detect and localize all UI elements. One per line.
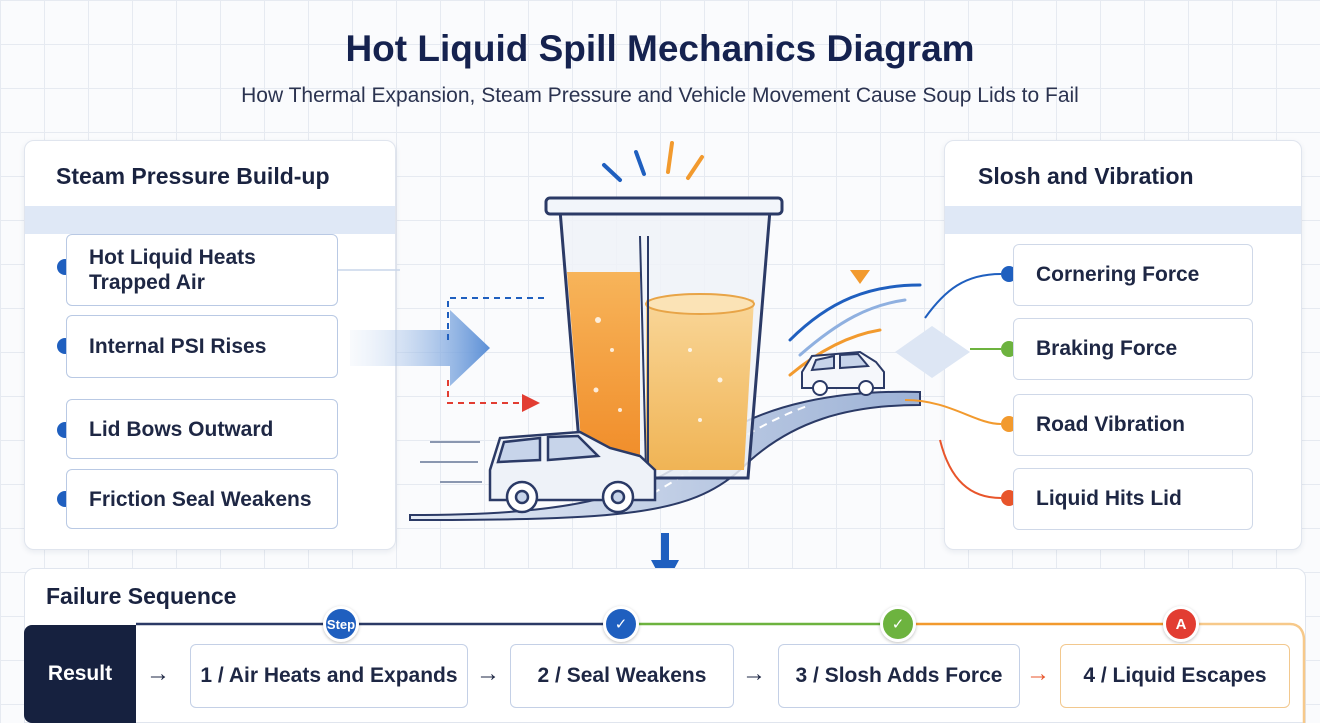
left-item-3-label: Lid Bows Outward — [89, 417, 274, 441]
right-item-1-label: Cornering Force — [1036, 263, 1200, 286]
connector-cornering — [924, 273, 1002, 319]
seq-step-4-label: 4 / Liquid Escapes — [1083, 664, 1267, 687]
dashed-blue-connector — [447, 297, 545, 340]
seq-step-1: 1 / Air Heats and Expands — [190, 644, 468, 708]
seq-step-2: 2 / Seal Weakens — [510, 644, 734, 708]
steam-burst-icon — [602, 141, 704, 182]
seq-step-3: 3 / Slosh Adds Force — [778, 644, 1020, 708]
page-title: Hot Liquid Spill Mechanics Diagram — [345, 28, 975, 69]
steam-pressure-title: Steam Pressure Build-up — [56, 163, 330, 189]
seq-step-1-label: 1 / Air Heats and Expands — [200, 664, 458, 687]
soup-cup — [544, 196, 784, 480]
left-item-1: Hot Liquid Heats Trapped Air — [66, 234, 338, 306]
result-label: Result — [24, 625, 136, 723]
right-item-2: Braking Force — [1013, 318, 1253, 380]
connector-lid — [939, 439, 1002, 499]
pressure-arrow — [350, 310, 490, 386]
motion-swooshes — [788, 283, 922, 377]
left-item-2-label: Internal PSI Rises — [89, 335, 267, 358]
step-badge-2: ✓ — [603, 606, 639, 642]
right-item-3-label: Road Vibration — [1036, 413, 1185, 436]
left-item-4: Friction Seal Weakens — [66, 469, 338, 529]
seq-step-4: 4 / Liquid Escapes — [1060, 644, 1290, 708]
orange-triangle-marker — [850, 270, 870, 284]
seq-arrow-4: → — [1026, 660, 1050, 687]
dashed-red-connector — [447, 380, 525, 404]
small-car-icon — [801, 350, 885, 396]
diamond-node — [895, 326, 970, 378]
seq-arrow-2: → — [476, 660, 500, 687]
right-item-3: Road Vibration — [1013, 394, 1253, 456]
right-item-2-label: Braking Force — [1036, 337, 1178, 360]
timeline-end-glow-overlay — [1182, 622, 1306, 723]
seq-step-3-label: 3 / Slosh Adds Force — [795, 664, 1003, 687]
slosh-vibration-title: Slosh and Vibration — [978, 163, 1194, 189]
failure-sequence-title: Failure Sequence — [46, 583, 237, 609]
step-badge-1: Step — [323, 606, 359, 642]
seq-arrow-1: → — [146, 660, 170, 687]
left-item-3: Lid Bows Outward — [66, 399, 338, 459]
page-subtitle: How Thermal Expansion, Steam Pressure an… — [241, 84, 1079, 107]
red-arrowhead — [522, 394, 540, 412]
left-item-1-line1: Hot Liquid Heats — [89, 246, 256, 269]
connector-vibration — [904, 399, 1002, 425]
left-item-2: Internal PSI Rises — [66, 315, 338, 378]
seq-arrow-3: → — [742, 660, 766, 687]
right-item-1: Cornering Force — [1013, 244, 1253, 306]
left-item-4-label: Friction Seal Weakens — [89, 487, 312, 511]
right-item-4: Liquid Hits Lid — [1013, 468, 1253, 530]
slosh-vibration-band — [945, 206, 1301, 234]
left-item-1-line2: Trapped Air — [89, 271, 205, 294]
right-item-4-label: Liquid Hits Lid — [1036, 487, 1182, 510]
large-car-icon — [420, 430, 657, 514]
step-badge-3: ✓ — [880, 606, 916, 642]
steam-pressure-band — [25, 206, 395, 234]
seq-step-2-label: 2 / Seal Weakens — [537, 664, 707, 687]
step-badge-4: A — [1163, 606, 1199, 642]
road-center-line — [639, 404, 811, 501]
